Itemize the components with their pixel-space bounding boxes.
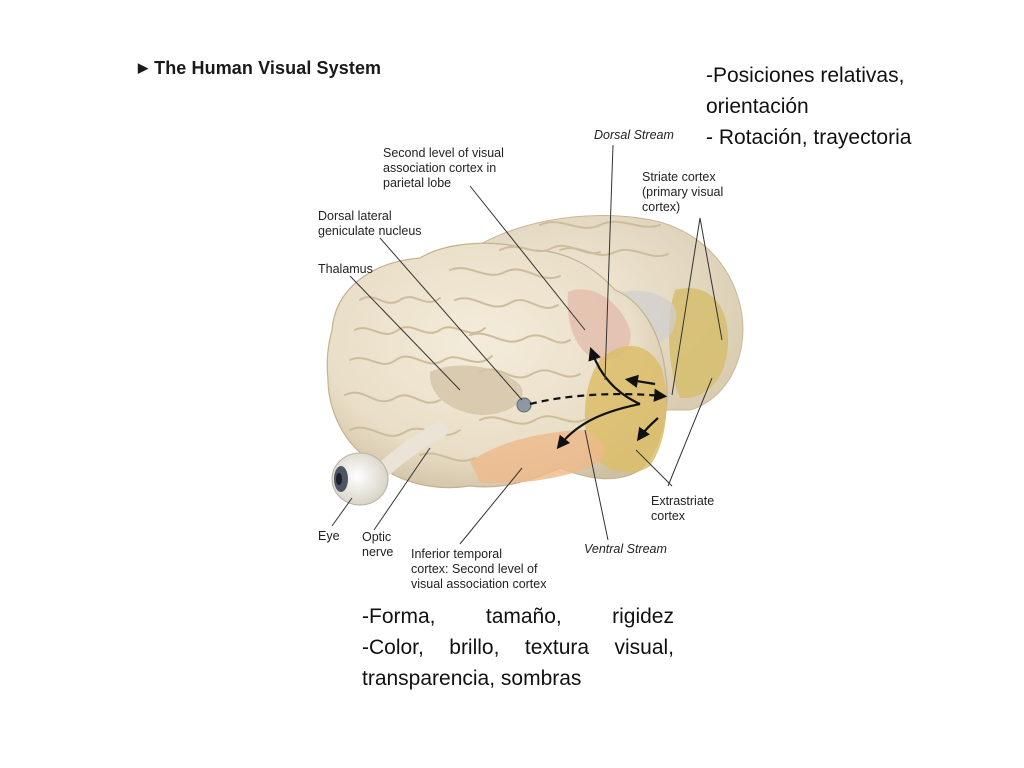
label-line: Dorsal lateral xyxy=(318,209,392,223)
note-dorsal-functions: -Posiciones relativas, orientación - Rot… xyxy=(706,60,1006,153)
leader-striate-a xyxy=(671,217,701,396)
label-line: geniculate nucleus xyxy=(318,224,422,238)
label-line: Extrastriate xyxy=(651,494,715,508)
note-line: -Forma, tamaño, rigidez xyxy=(362,605,674,628)
label-line: association cortex in xyxy=(383,161,497,175)
label-inferior-temporal: Inferior temporal cortex: Second level o… xyxy=(411,547,546,592)
label-second-level: Second level of visual association corte… xyxy=(383,146,504,191)
medial-striate-region xyxy=(668,288,728,399)
arrow-v1-b xyxy=(636,417,659,442)
leader-extrastriate-b xyxy=(667,377,713,487)
label-line: nerve xyxy=(362,545,394,559)
label-line: cortex xyxy=(651,509,686,523)
leader-inferior-temporal xyxy=(459,467,523,545)
label-striate-cortex: Striate cortex (primary visual cortex) xyxy=(642,170,723,215)
note-line: - Rotación, trayectoria xyxy=(706,126,912,149)
leader-striate-b xyxy=(699,217,723,341)
label-thalamus: Thalamus xyxy=(318,262,373,276)
note-line: -Posiciones relativas, xyxy=(706,64,905,87)
leader-second-level xyxy=(469,185,586,331)
leader-ventral-stream xyxy=(584,429,609,541)
label-line: Second level of visual xyxy=(383,146,504,160)
label-line: visual association cortex xyxy=(411,577,547,591)
label-line: parietal lobe xyxy=(383,176,452,190)
eye-graphic xyxy=(331,452,389,506)
label-dorsal-lateral-geniculate: Dorsal lateral geniculate nucleus xyxy=(318,209,422,239)
leader-lines xyxy=(331,144,723,545)
label-eye: Eye xyxy=(318,529,340,543)
visual-stream-arrows xyxy=(529,347,668,450)
arrow-ventral xyxy=(556,402,641,450)
triangle-right-icon: ▶ xyxy=(138,60,149,75)
label-line: Striate cortex xyxy=(642,170,716,184)
leader-extrastriate-a xyxy=(635,449,673,487)
optic-nerve xyxy=(375,422,448,478)
label-line: cortex) xyxy=(642,200,681,214)
note-line: orientación xyxy=(706,95,809,118)
slide-title-text: The Human Visual System xyxy=(154,58,382,78)
label-ventral-stream: Ventral Stream xyxy=(584,542,667,556)
leader-thalamus xyxy=(349,275,461,391)
leader-optic-nerve xyxy=(373,447,431,531)
label-line: (primary visual xyxy=(642,185,724,199)
label-line: Inferior temporal xyxy=(411,547,503,561)
note-line: -Color, brillo, textura visual, xyxy=(362,636,674,659)
arrow-lgn-to-v1 xyxy=(529,388,668,406)
parietal-association-region xyxy=(567,289,631,361)
thalamus-region xyxy=(429,365,523,415)
note-line: transparencia, sombras xyxy=(362,667,582,690)
leader-dlgn xyxy=(379,237,523,401)
label-dorsal-stream: Dorsal Stream xyxy=(594,128,674,142)
note-ventral-functions: -Forma, tamaño, rigidez -Color, brillo, … xyxy=(362,601,674,694)
leader-eye xyxy=(331,497,353,527)
lgn-dot xyxy=(516,397,532,413)
label-line: cortex: Second level of xyxy=(411,562,538,576)
leader-dorsal-stream xyxy=(604,144,614,381)
inferior-temporal-region xyxy=(470,430,604,484)
slide-title: ▶ The Human Visual System xyxy=(138,58,381,79)
label-optic-nerve: Optic nerve xyxy=(362,530,393,560)
arrow-v1-a xyxy=(624,374,656,388)
arrow-dorsal xyxy=(588,347,641,406)
label-extrastriate-cortex: Extrastriate cortex xyxy=(651,494,714,524)
label-line: Optic xyxy=(362,530,392,544)
